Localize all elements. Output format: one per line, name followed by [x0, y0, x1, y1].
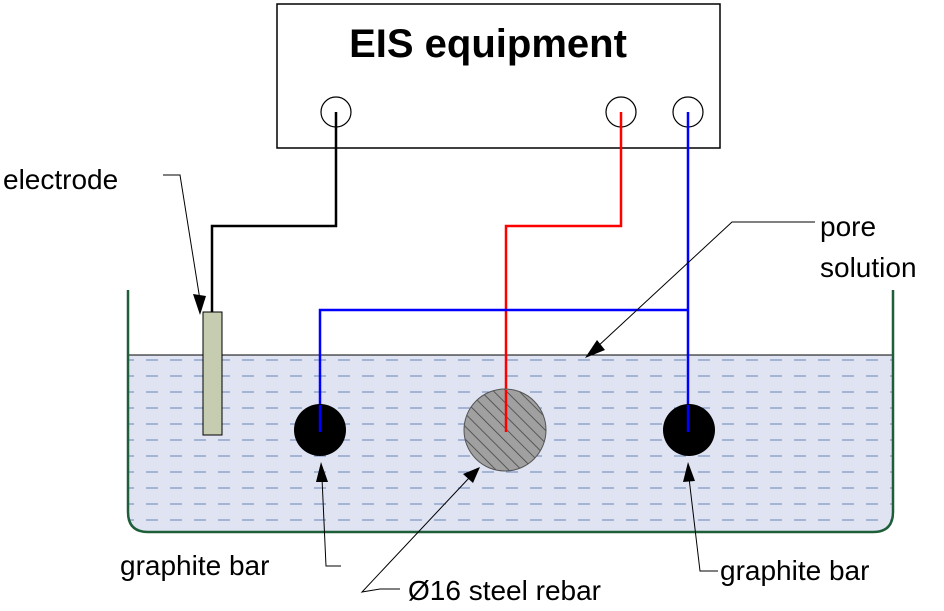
leader-steel-rebar: [360, 467, 480, 593]
container: [126, 290, 895, 534]
electrode-label: electrode: [3, 164, 118, 195]
steel-rebar-label: Ø16 steel rebar: [408, 575, 601, 606]
reference-electrode: [202, 311, 223, 436]
leader-electrode: [163, 174, 206, 315]
leader-graphite-right: [683, 462, 718, 572]
leader-graphite-left: [316, 462, 341, 567]
pore-solution-label-line1: pore: [820, 211, 876, 242]
pore-solution-label-line2: solution: [820, 252, 917, 283]
steel-rebar: [463, 388, 547, 472]
graphite-bar-right-label: graphite bar: [720, 555, 869, 586]
graphite-bar-left-label: graphite bar: [120, 550, 269, 581]
wire-blue-branch: [318, 308, 688, 432]
leader-pore-solution: [585, 221, 815, 358]
wire-black: [210, 112, 338, 312]
eis-equipment-label: EIS equipment: [349, 22, 627, 66]
wire-red: [504, 112, 623, 432]
eis-equipment-box: EIS equipment: [276, 3, 721, 149]
